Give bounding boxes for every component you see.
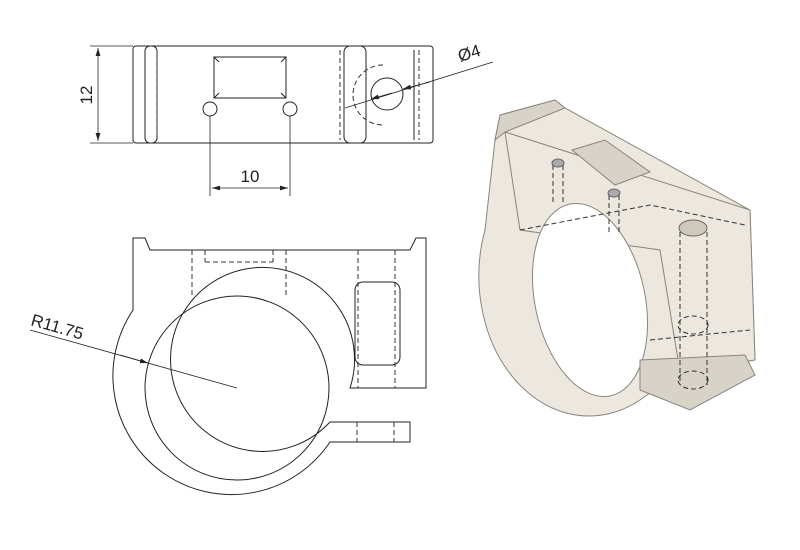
dimension-height-label: 12 xyxy=(77,86,96,105)
iso-slot xyxy=(570,139,652,186)
right-groove xyxy=(343,45,367,144)
isometric-view xyxy=(478,99,756,417)
side-slot xyxy=(354,281,401,366)
diameter-hole xyxy=(370,77,404,111)
small-hole-right xyxy=(282,101,298,117)
iso-bore xyxy=(531,202,649,398)
dimension-radius-label: R11.75 xyxy=(29,311,86,344)
dimension-spacing-label: 10 xyxy=(241,167,260,186)
top-outline xyxy=(132,45,434,144)
top-view: 12 10 Ø4 xyxy=(77,41,494,196)
dimension-diameter-label: Ø4 xyxy=(456,41,483,66)
small-hole-left xyxy=(202,101,218,117)
left-groove xyxy=(144,45,158,144)
bore-circle xyxy=(144,295,330,481)
front-outline xyxy=(112,237,427,496)
front-view: R11.75 xyxy=(29,237,427,496)
rectangular-slot xyxy=(213,56,287,99)
iso-tab xyxy=(639,354,756,411)
